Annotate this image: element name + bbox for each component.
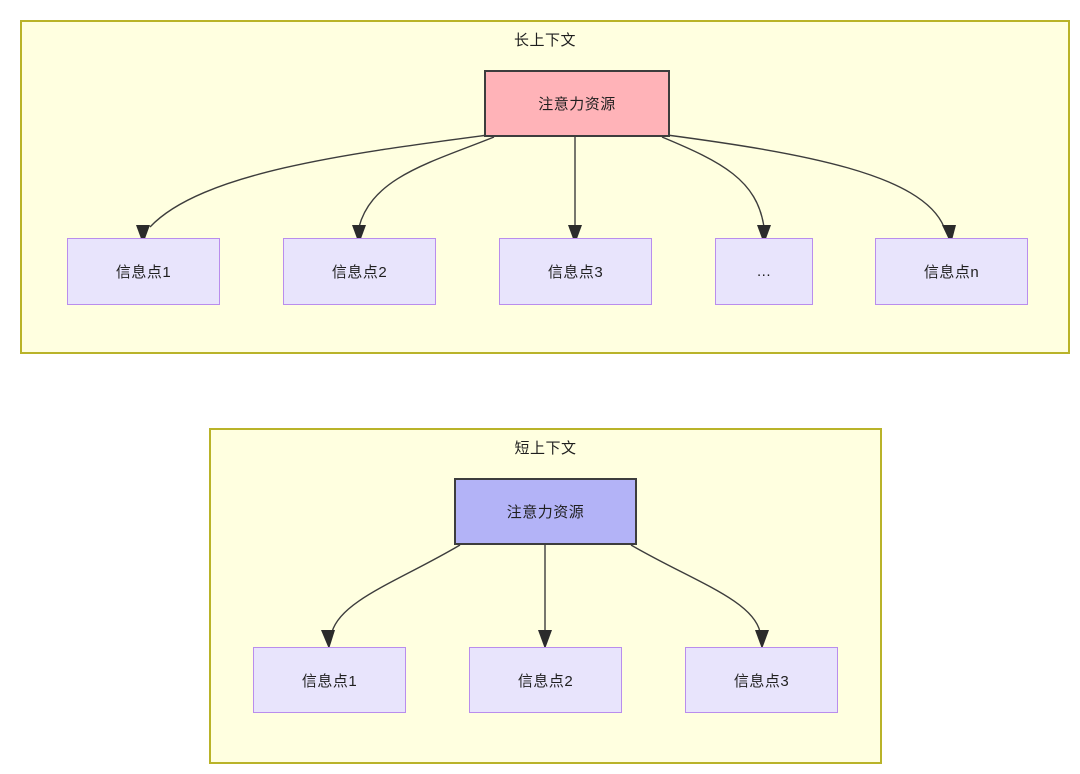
node-attention-resource-long[interactable]: 注意力资源 bbox=[484, 70, 670, 137]
node-info-point-ellipsis-long[interactable]: ... bbox=[715, 238, 813, 305]
group-container-long-context: 长上下文 注意力资源 信息点1 信息点2 bbox=[20, 20, 1070, 354]
edge-root-to-info1 bbox=[149, 134, 489, 228]
group-title-long-context: 长上下文 bbox=[513, 32, 576, 49]
node-label: 信息点1 bbox=[115, 264, 172, 281]
node-label: 信息点1 bbox=[301, 672, 358, 690]
node-label: 注意力资源 bbox=[506, 504, 585, 521]
node-info-point-2-short[interactable]: 信息点2 bbox=[469, 647, 622, 713]
node-info-point-1-long[interactable]: 信息点1 bbox=[67, 238, 220, 305]
node-attention-resource-short[interactable]: 注意力资源 bbox=[454, 478, 637, 545]
node-label: 信息点2 bbox=[331, 264, 388, 281]
node-label: ... bbox=[756, 263, 771, 280]
edge-root-to-ellipsis bbox=[661, 136, 765, 228]
node-info-point-3-long[interactable]: 信息点3 bbox=[499, 238, 652, 305]
edge-root-to-info3-short bbox=[630, 544, 761, 633]
group-container-short-context: 短上下文 注意力资源 信息点1 信息点2 信息点3 bbox=[209, 428, 882, 764]
group-title-short-context: 短上下文 bbox=[514, 440, 577, 457]
node-label: 信息点n bbox=[923, 264, 980, 281]
node-info-point-3-short[interactable]: 信息点3 bbox=[685, 647, 838, 713]
node-label: 信息点2 bbox=[517, 672, 574, 690]
node-info-point-1-short[interactable]: 信息点1 bbox=[253, 647, 406, 713]
edge-root-to-info2 bbox=[358, 136, 495, 228]
edge-root-to-info1-short bbox=[331, 544, 461, 633]
node-label: 信息点3 bbox=[733, 672, 790, 690]
edge-root-to-infon bbox=[666, 134, 945, 228]
node-info-point-n-long[interactable]: 信息点n bbox=[875, 238, 1028, 305]
node-label: 信息点3 bbox=[547, 264, 604, 281]
node-label: 注意力资源 bbox=[538, 96, 616, 113]
node-info-point-2-long[interactable]: 信息点2 bbox=[283, 238, 436, 305]
